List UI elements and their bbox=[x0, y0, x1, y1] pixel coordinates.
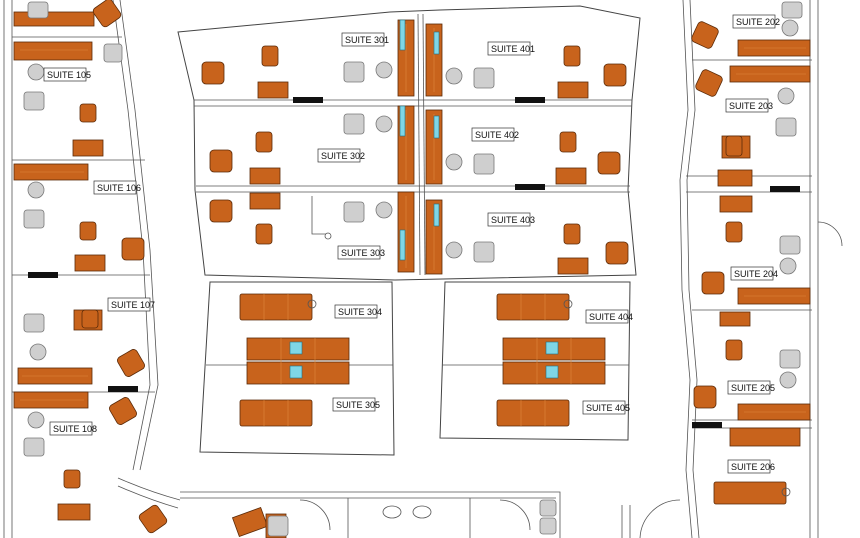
svg-text:SUITE 302: SUITE 302 bbox=[321, 151, 365, 161]
svg-text:SUITE 301: SUITE 301 bbox=[345, 35, 389, 45]
svg-text:SUITE 403: SUITE 403 bbox=[491, 215, 535, 225]
label-suite-405: SUITE 405 bbox=[582, 400, 630, 415]
wood-grain bbox=[20, 24, 806, 426]
label-suite-401: SUITE 401 bbox=[487, 41, 535, 56]
svg-text:SUITE 206: SUITE 206 bbox=[731, 462, 775, 472]
svg-text:SUITE 402: SUITE 402 bbox=[475, 130, 519, 140]
svg-text:SUITE 204: SUITE 204 bbox=[734, 269, 778, 279]
label-suite-204: SUITE 204 bbox=[730, 266, 778, 281]
svg-text:SUITE 305: SUITE 305 bbox=[336, 400, 380, 410]
label-suite-305: SUITE 305 bbox=[332, 397, 380, 412]
svg-text:SUITE 404: SUITE 404 bbox=[589, 312, 633, 322]
label-suite-304: SUITE 304 bbox=[334, 304, 382, 319]
svg-text:SUITE 202: SUITE 202 bbox=[736, 17, 780, 27]
glass-panels bbox=[289, 19, 559, 379]
svg-text:SUITE 106: SUITE 106 bbox=[97, 183, 141, 193]
label-suite-205: SUITE 205 bbox=[727, 380, 775, 395]
chairs-gray bbox=[23, 1, 803, 537]
label-suite-301: SUITE 301 bbox=[341, 32, 389, 47]
label-suite-303: SUITE 303 bbox=[337, 245, 385, 260]
chairs-orange bbox=[63, 0, 743, 534]
restroom-fixtures bbox=[307, 196, 791, 535]
svg-text:SUITE 405: SUITE 405 bbox=[586, 403, 630, 413]
svg-text:SUITE 304: SUITE 304 bbox=[338, 307, 382, 317]
label-suite-302: SUITE 302 bbox=[317, 148, 365, 163]
door-markers bbox=[28, 97, 800, 428]
label-suite-402: SUITE 402 bbox=[471, 127, 519, 142]
label-suite-106: SUITE 106 bbox=[93, 180, 141, 195]
label-suite-107: SUITE 107 bbox=[107, 297, 155, 312]
label-suite-206: SUITE 206 bbox=[727, 459, 775, 474]
label-suite-108: SUITE 108 bbox=[49, 421, 97, 436]
suite-labels: SUITE 105 SUITE 106 SUITE 107 SUITE 108 … bbox=[43, 14, 780, 474]
label-suite-202: SUITE 202 bbox=[732, 14, 780, 29]
svg-text:SUITE 401: SUITE 401 bbox=[491, 44, 535, 54]
svg-text:SUITE 108: SUITE 108 bbox=[53, 424, 97, 434]
svg-text:SUITE 203: SUITE 203 bbox=[729, 101, 773, 111]
label-suite-203: SUITE 203 bbox=[725, 98, 773, 113]
svg-text:SUITE 205: SUITE 205 bbox=[731, 383, 775, 393]
label-suite-105: SUITE 105 bbox=[43, 67, 91, 82]
svg-text:SUITE 105: SUITE 105 bbox=[47, 70, 91, 80]
svg-text:SUITE 107: SUITE 107 bbox=[111, 300, 155, 310]
label-suite-403: SUITE 403 bbox=[487, 212, 535, 227]
label-suite-404: SUITE 404 bbox=[585, 309, 633, 324]
svg-text:SUITE 303: SUITE 303 bbox=[341, 248, 385, 258]
